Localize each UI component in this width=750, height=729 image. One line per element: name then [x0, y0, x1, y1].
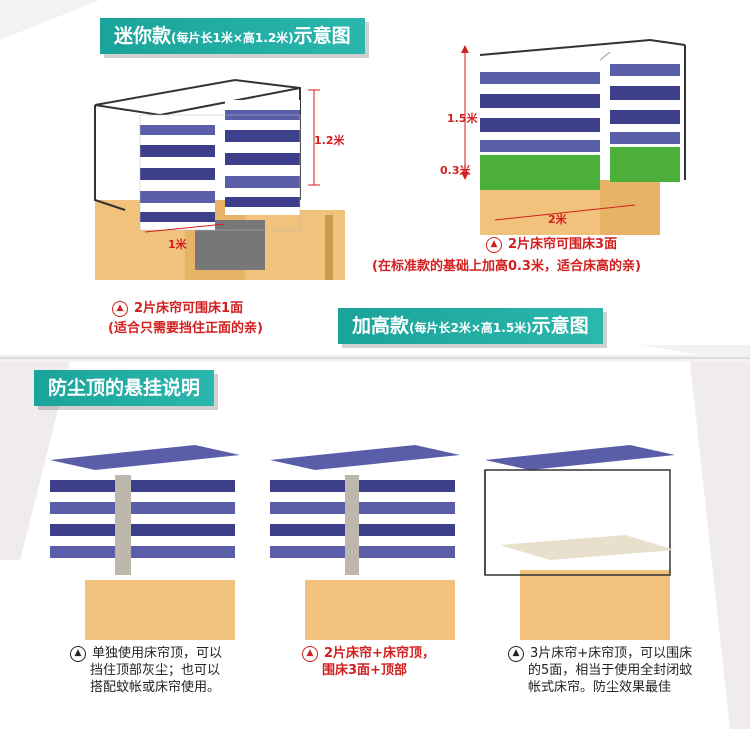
mini-title-banner: 迷你款(每片长1米×高1.2米)示意图	[100, 18, 365, 54]
mini-title-main: 迷你款	[114, 25, 172, 47]
dust-item-3: ▲3片床帘+床帘顶，可以围床 的5面，相当于使用全封闭蚊 帐式床帘。防尘效果最佳	[508, 645, 692, 696]
dust-illustration-1	[50, 445, 240, 640]
mini-width-label: 1米	[168, 238, 187, 251]
tall-width-arrow	[494, 204, 636, 221]
tall-height-label: 1.5米	[447, 112, 478, 125]
mini-height-arrow	[308, 89, 320, 186]
mini-caption-line1: ▲2片床帘可围床1面	[112, 300, 243, 317]
tall-height-arrow	[461, 45, 469, 180]
mini-title-end: 示意图	[293, 25, 351, 47]
tall-title-sub: (每片长2米×高1.5米)	[409, 321, 532, 335]
dust-illustration-3	[484, 445, 675, 640]
dust-title-banner: 防尘顶的悬挂说明	[34, 370, 215, 406]
tall-caption-line2: (在标准款的基础上加高0.3米，适合床高的亲)	[372, 259, 641, 274]
dust-title: 防尘顶的悬挂说明	[48, 377, 201, 399]
mini-caption-line2: (适合只需要挡住正面的亲)	[108, 321, 263, 336]
mini-height-label: 1.2米	[314, 134, 345, 147]
caret-up-icon: ▲	[302, 645, 318, 662]
tall-illustration	[479, 38, 686, 235]
caret-up-icon: ▲	[486, 236, 502, 253]
mini-title-sub: (每片长1米×高1.2米)	[171, 31, 294, 45]
mini-illustration	[94, 78, 345, 280]
caret-up-icon: ▲	[70, 645, 86, 662]
dust-item-2: ▲2片床帘+床帘顶， 围床3面+顶部	[302, 645, 435, 679]
tall-title-end: 示意图	[531, 315, 589, 337]
tall-title-banner: 加高款(每片长2米×高1.5米)示意图	[338, 308, 603, 344]
tall-title-main: 加高款	[352, 315, 410, 337]
tall-caption-line1: ▲2片床帘可围床3面	[486, 236, 617, 253]
dust-illustration-2	[270, 445, 460, 640]
tall-extra-label: 0.3米	[440, 164, 471, 177]
mini-width-arrow	[144, 223, 226, 233]
dust-item-1: ▲单独使用床帘顶，可以 挡住顶部灰尘；也可以 搭配蚊帐或床帘使用。	[70, 645, 222, 696]
caret-up-icon: ▲	[112, 300, 128, 317]
tall-width-label: 2米	[548, 213, 567, 226]
caret-up-icon: ▲	[508, 645, 524, 662]
